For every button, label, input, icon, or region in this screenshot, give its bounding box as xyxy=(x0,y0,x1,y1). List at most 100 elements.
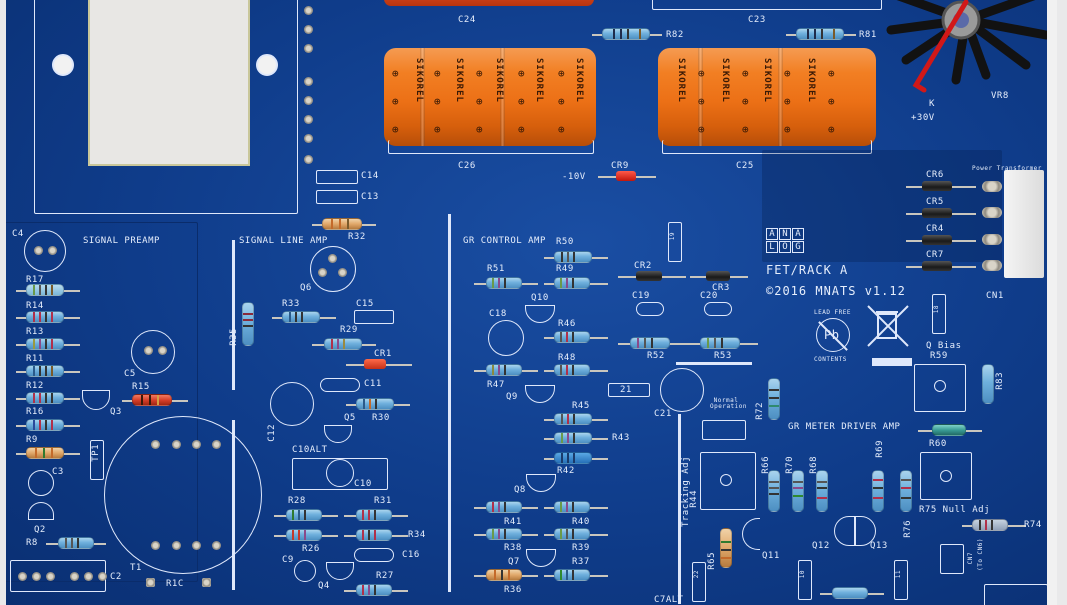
label-c10alt: C10ALT xyxy=(292,445,328,455)
label-r50: R50 xyxy=(556,237,574,247)
power-connector-cn1[interactable] xyxy=(1004,170,1044,278)
resistor-bottom xyxy=(832,587,868,599)
c10-footprint xyxy=(292,458,388,490)
capacitor-c9 xyxy=(294,560,316,582)
transistor-q9 xyxy=(525,385,555,403)
resistor-r28 xyxy=(286,509,322,521)
resistor-r29 xyxy=(324,338,362,350)
board-model: FET/RACK A xyxy=(766,263,849,277)
capacitor-c3 xyxy=(28,470,54,496)
label-q5: Q5 xyxy=(344,413,356,423)
label-cn7: CN7 xyxy=(967,552,974,565)
label-r9: R9 xyxy=(26,435,38,445)
label-r12: R12 xyxy=(26,381,44,391)
diode-cr7 xyxy=(922,261,952,271)
label-q2: Q2 xyxy=(34,525,46,535)
diode-cr4 xyxy=(922,235,952,245)
jumper-18 xyxy=(932,294,946,334)
pin xyxy=(304,77,313,86)
label-r1c: R1C xyxy=(166,579,184,589)
pin xyxy=(304,6,313,15)
label-r49: R49 xyxy=(556,264,574,274)
label-r74: R74 xyxy=(1024,520,1042,530)
resistor-r13 xyxy=(26,338,64,350)
label-r36: R36 xyxy=(504,585,522,595)
pin xyxy=(304,134,313,143)
label-cr5: CR5 xyxy=(926,197,944,207)
label-c11: C11 xyxy=(364,379,382,389)
resistor-r40 xyxy=(554,501,590,513)
label-r41: R41 xyxy=(504,517,522,527)
label-r33: R33 xyxy=(282,299,300,309)
pin xyxy=(304,96,313,105)
resistor-r76 xyxy=(900,470,912,512)
label-r81: R81 xyxy=(859,30,877,40)
resistor-r9 xyxy=(26,447,64,459)
label-plus-30v: +30V xyxy=(911,113,935,123)
resistor-r48 xyxy=(554,364,590,376)
resistor-r26 xyxy=(286,529,322,541)
capacitor-c26: SIKOREL SIKOREL SIKOREL SIKOREL SIKOREL … xyxy=(384,48,596,146)
resistor-r65 xyxy=(720,528,732,568)
divider-line-amp xyxy=(232,240,235,390)
label-r37: R37 xyxy=(572,557,590,567)
jumper-10 xyxy=(798,560,812,600)
label-q12: Q12 xyxy=(812,541,830,551)
resistor-r50 xyxy=(554,251,592,263)
diode-cr6 xyxy=(922,181,952,191)
resistor-r47 xyxy=(486,364,522,376)
weee-bar xyxy=(872,358,912,366)
label-c7alt: C7ALT xyxy=(654,595,684,605)
label-r17: R17 xyxy=(26,275,44,285)
c15-footprint xyxy=(354,310,394,324)
resistor-r34 xyxy=(356,529,392,541)
trim-r75[interactable] xyxy=(920,452,972,500)
label-jumper-22: 22 xyxy=(693,570,700,579)
label-jumper-21: 21 xyxy=(620,385,632,395)
label-r59: R59 xyxy=(930,351,948,361)
transistor-q7 xyxy=(526,549,556,567)
label-r48: R48 xyxy=(558,353,576,363)
label-c10: C10 xyxy=(354,479,372,489)
transistor-q8 xyxy=(526,474,556,492)
resistor-r43 xyxy=(554,432,592,444)
label-q4: Q4 xyxy=(318,581,330,591)
label-c16: C16 xyxy=(402,550,420,560)
label-c20: C20 xyxy=(700,291,718,301)
divider-gr xyxy=(448,214,451,592)
resistor-r8 xyxy=(58,537,94,549)
label-normal-operation: Normal Operation xyxy=(710,397,748,410)
section-signal-line-amp: SIGNAL LINE AMP xyxy=(239,236,328,246)
section-gr-meter-driver-amp: GR METER DRIVER AMP xyxy=(788,422,901,432)
mode-jumper-header[interactable] xyxy=(702,420,746,440)
label-cr6: CR6 xyxy=(926,170,944,180)
label-c26: C26 xyxy=(458,161,476,171)
label-r38: R38 xyxy=(504,543,522,553)
lead-free-text: LEAD FREE xyxy=(814,309,852,316)
capacitor-c12 xyxy=(270,382,314,426)
label-r11: R11 xyxy=(26,354,44,364)
c16-footprint xyxy=(354,548,394,562)
label-r72: R72 xyxy=(755,402,765,420)
trim-r59[interactable] xyxy=(914,364,966,412)
label-r14: R14 xyxy=(26,301,44,311)
c14-footprint xyxy=(316,170,358,184)
capacitor-c24-top xyxy=(384,0,594,6)
resistor-r17 xyxy=(26,284,64,296)
label-cr9: CR9 xyxy=(611,161,629,171)
resistor-r70 xyxy=(792,470,804,512)
resistor-r69 xyxy=(872,470,884,512)
signal-preamp-box xyxy=(6,222,198,582)
label-to-cn6: (To CN6) xyxy=(977,538,984,571)
label-c12: C12 xyxy=(267,424,277,442)
label-jumper-10: 10 xyxy=(799,570,806,579)
label-r53: R53 xyxy=(714,351,732,361)
diode-cr1 xyxy=(364,359,386,369)
label-c4: C4 xyxy=(12,229,24,239)
diode-cr2 xyxy=(636,271,662,281)
trim-r44[interactable] xyxy=(700,452,756,510)
label-r51: R51 xyxy=(487,264,505,274)
resistor-r68 xyxy=(816,470,828,512)
jumper-11 xyxy=(894,560,908,600)
label-r40: R40 xyxy=(572,517,590,527)
